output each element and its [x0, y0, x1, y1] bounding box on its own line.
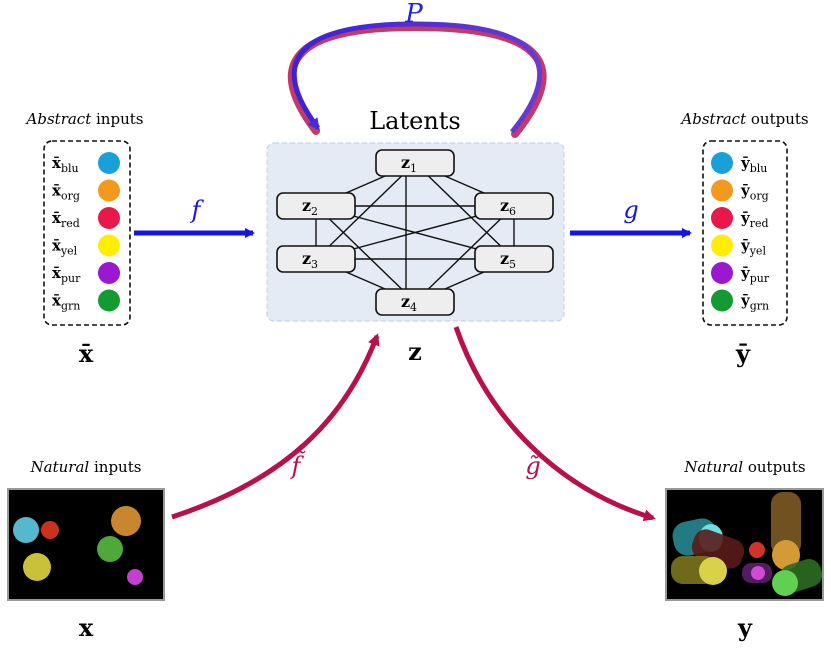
input-dot-grn: [98, 289, 120, 312]
input-dot-red: [98, 207, 120, 229]
input-dot-org: [98, 179, 120, 202]
x-label: x: [79, 613, 94, 642]
output-label-yel: ȳyel: [740, 237, 766, 258]
output-label-grn: ȳgrn: [740, 292, 769, 313]
latent-node-z6: z6: [474, 192, 554, 220]
abstract-inputs-list: x̄blu x̄org x̄red x̄yel x̄pur x̄grn: [52, 152, 120, 313]
output-dot-grn: [711, 289, 733, 312]
latent-node-z1: z1: [375, 149, 455, 177]
output-row-red: ȳred: [711, 207, 769, 230]
output-row-pur: ȳpur: [711, 262, 770, 285]
latent-node-z2: z2: [276, 192, 356, 220]
gtilde-label: g̃: [525, 452, 540, 480]
abstract-outputs-title: Abstract outputs: [679, 110, 808, 128]
input-label-grn: x̄grn: [52, 292, 80, 313]
cyan-ball: [13, 517, 39, 543]
input-label-red: x̄red: [52, 209, 80, 230]
ftilde-label: f̃: [290, 451, 307, 480]
output-dot-red: [711, 207, 733, 229]
input-row-yel: x̄yel: [52, 234, 120, 258]
natural-inputs-title: Natural inputs: [30, 458, 142, 476]
output-label-org: ȳorg: [740, 182, 769, 203]
green-ball: [97, 536, 123, 562]
latent-node-z4: z4: [375, 288, 455, 316]
output-dot-pur: [711, 262, 733, 284]
input-label-blu: x̄blu: [52, 154, 79, 175]
output-dot-yel: [711, 234, 733, 257]
latent-nodes: z1 z2 z6 z3 z5 z4: [276, 149, 554, 316]
latent-node-label-z5: z5: [500, 249, 516, 271]
output-row-yel: ȳyel: [711, 234, 766, 258]
output-label-pur: ȳpur: [740, 264, 770, 285]
f-label: f: [190, 196, 205, 224]
output-row-org: ȳorg: [711, 179, 769, 203]
abstract-outputs-list: ȳblu ȳorg ȳred ȳyel ȳpur ȳgrn: [711, 152, 770, 313]
g-label: g: [623, 196, 638, 224]
output-dot-blu: [711, 152, 733, 174]
orange-ball: [111, 506, 141, 536]
red-ball: [41, 521, 59, 539]
latent-node-label-z3: z3: [302, 249, 318, 271]
abstract-inputs-title: Abstract inputs: [25, 110, 144, 128]
z-label: z: [408, 337, 422, 366]
input-row-red: x̄red: [52, 207, 120, 230]
natural-output-image: [665, 488, 824, 601]
gtilde-arrow: [453, 326, 656, 522]
input-label-yel: x̄yel: [52, 237, 78, 258]
p-label: P: [404, 0, 423, 29]
latent-node-label-z6: z6: [500, 196, 516, 218]
output-row-blu: ȳblu: [711, 152, 767, 175]
output-label-red: ȳred: [740, 209, 769, 230]
input-label-org: x̄org: [52, 182, 80, 203]
ftilde-arrow: [171, 333, 380, 520]
input-row-grn: x̄grn: [52, 289, 120, 313]
p-arrow: [291, 21, 543, 134]
latents-title: Latents: [369, 107, 461, 135]
natural-outputs-title: Natural outputs: [683, 458, 805, 476]
input-dot-pur: [98, 262, 120, 284]
input-row-blu: x̄blu: [52, 152, 120, 175]
yellow-ball: [23, 553, 51, 581]
latent-node-label-z2: z2: [302, 196, 318, 218]
input-label-pur: x̄pur: [52, 264, 81, 285]
input-dot-blu: [98, 152, 120, 174]
y-label: y: [737, 613, 753, 642]
natural-input-image: [7, 488, 165, 601]
purple-ball: [127, 569, 143, 585]
xbar-label: x̄: [79, 339, 94, 368]
output-dot-org: [711, 179, 733, 202]
latent-node-label-z4: z4: [401, 292, 417, 314]
input-dot-yel: [98, 234, 120, 257]
latent-node-z5: z5: [474, 245, 554, 273]
output-label-blu: ȳblu: [740, 154, 767, 175]
input-row-pur: x̄pur: [52, 262, 120, 285]
input-row-org: x̄org: [52, 179, 120, 203]
latent-node-z3: z3: [276, 245, 356, 273]
output-row-grn: ȳgrn: [711, 289, 769, 313]
ybar-label: ȳ: [735, 339, 751, 368]
latent-node-label-z1: z1: [401, 153, 417, 175]
